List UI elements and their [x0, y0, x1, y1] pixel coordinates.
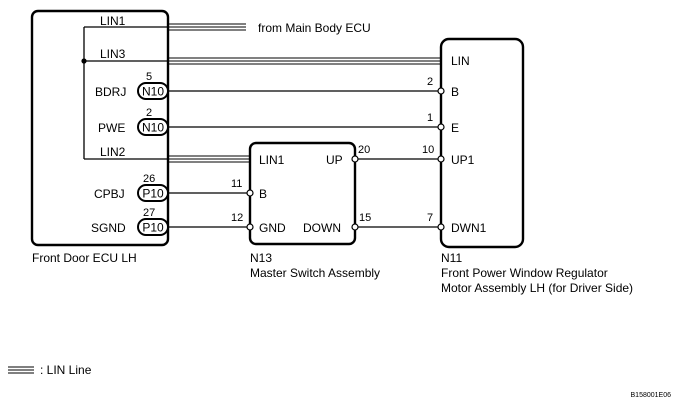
legend-lin-line-symbol: [8, 366, 34, 374]
ms-pin-gnd: [246, 223, 254, 231]
from-main-body-label: from Main Body ECU: [258, 21, 371, 35]
reg-terminal-dwn1: DWN1: [451, 221, 487, 235]
pin-cpbj: 26: [143, 173, 155, 185]
ecu-terminal-cpbj: CPBJ: [94, 187, 125, 201]
reg-pin-up1: [437, 155, 445, 163]
reg-pin-number-b: 2: [427, 76, 433, 88]
reg-terminal-b: B: [451, 85, 459, 99]
front-door-ecu-name: Front Door ECU LH: [32, 251, 137, 265]
ms-terminal-up: UP: [326, 153, 343, 167]
reg-pin-dwn1: [437, 223, 445, 231]
connector-pwe-code: N10: [142, 121, 164, 135]
regulator-id: N11: [441, 251, 462, 265]
reg-pin-number-up1: 10: [422, 144, 434, 156]
master-switch-name: Master Switch Assembly: [250, 266, 380, 280]
lin-line-lin3: [168, 57, 441, 65]
ms-terminal-gnd: GND: [259, 221, 286, 235]
ms-pin-number-gnd: 12: [231, 212, 243, 224]
connector-bdrj-code: N10: [142, 85, 164, 99]
ms-terminal-b: B: [259, 187, 267, 201]
pin-bdrj: 5: [146, 71, 152, 83]
connector-bdrj: N10: [137, 82, 169, 100]
legend-lin-line-label: : LIN Line: [40, 363, 92, 377]
ecu-terminal-lin1: LIN1: [100, 14, 126, 28]
regulator-name-line2: Motor Assembly LH (for Driver Side): [441, 281, 633, 295]
reg-terminal-e: E: [451, 121, 459, 135]
ms-pin-number-up: 20: [358, 144, 370, 156]
regulator-box: [439, 37, 525, 249]
master-switch-id: N13: [250, 251, 272, 265]
ecu-terminal-pwe: PWE: [98, 121, 125, 135]
regulator-name-line1: Front Power Window Regulator: [441, 266, 608, 280]
reg-terminal-up1: UP1: [451, 153, 475, 167]
lin-line-lin2: [168, 155, 250, 163]
lin-line-from-main-body: [168, 23, 246, 31]
ecu-bus-junction: [81, 58, 87, 64]
pin-pwe: 2: [146, 107, 152, 119]
reg-pin-number-e: 1: [427, 112, 433, 124]
figure-code: B158001E06: [631, 392, 672, 399]
connector-cpbj-code: P10: [142, 187, 164, 201]
ecu-terminal-bdrj: BDRJ: [95, 85, 126, 99]
ms-pin-up: [351, 155, 359, 163]
ms-pin-number-down: 15: [359, 212, 371, 224]
ms-pin-number-b: 11: [231, 178, 242, 190]
reg-pin-e: [437, 123, 445, 131]
connector-sgnd-code: P10: [142, 221, 164, 235]
pin-sgnd: 27: [143, 207, 155, 219]
ms-terminal-lin1: LIN1: [259, 153, 285, 167]
connector-cpbj: P10: [137, 184, 169, 202]
ecu-terminal-lin2: LIN2: [100, 145, 126, 159]
connector-pwe: N10: [137, 118, 169, 136]
connector-sgnd: P10: [137, 218, 169, 236]
reg-pin-number-dwn1: 7: [427, 212, 433, 224]
reg-pin-b: [437, 87, 445, 95]
ms-pin-b: [246, 189, 254, 197]
ecu-terminal-lin3: LIN3: [100, 47, 126, 61]
ecu-terminal-sgnd: SGND: [91, 221, 126, 235]
ms-terminal-down: DOWN: [303, 221, 341, 235]
ms-pin-down: [351, 223, 359, 231]
reg-terminal-lin: LIN: [451, 54, 470, 68]
